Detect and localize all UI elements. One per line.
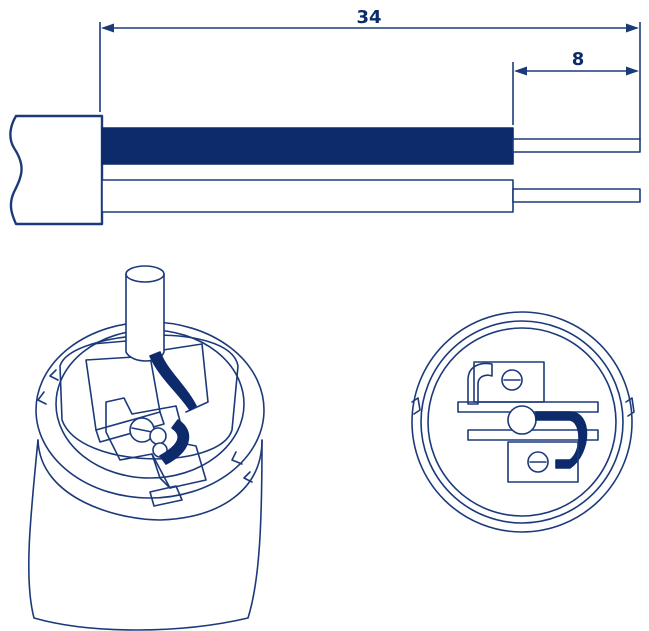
dimension-34: 34 (99, 7, 641, 140)
core-light-insulation (101, 179, 514, 213)
holder-outer-ring (411, 311, 633, 533)
dimension-label-34: 34 (356, 7, 381, 28)
dimension-label-8: 8 (572, 49, 585, 70)
wire-dark-top-view (535, 411, 588, 469)
core-light-conductor (512, 188, 641, 203)
core-dark-conductor (512, 138, 641, 153)
dimension-8: 8 (512, 49, 639, 125)
wire-dark-perspective (149, 351, 197, 411)
terminal-plate-left (85, 355, 161, 431)
terminal-plate-right (149, 343, 209, 413)
cable-stub (125, 273, 165, 362)
holder-body (27, 439, 263, 631)
cable-sheath (9, 114, 104, 226)
core-dark-insulation (101, 127, 514, 165)
terminal-lower (507, 441, 579, 483)
lampholder-top-view (411, 311, 635, 533)
stripped-cable-drawing: 34 8 (9, 7, 641, 226)
lampholder-perspective (27, 265, 265, 631)
center-contact (507, 405, 537, 435)
